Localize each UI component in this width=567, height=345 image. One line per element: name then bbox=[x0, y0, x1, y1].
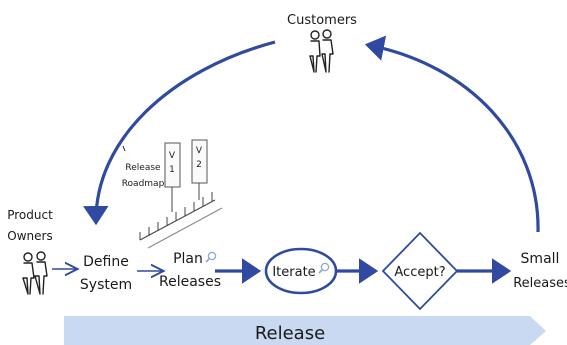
feedback-arrow-right bbox=[364, 35, 540, 233]
product-owners-people-icon bbox=[22, 251, 48, 295]
plan-magnifier-icon bbox=[205, 251, 217, 263]
customers-people-icon bbox=[309, 29, 334, 73]
roadmap-sign-v2: V 2 bbox=[191, 139, 208, 200]
small-releases-label-1: Small bbox=[521, 251, 560, 267]
feedback-arrow-left bbox=[83, 40, 276, 226]
sign-v2-number: 2 bbox=[196, 160, 202, 170]
accept-decision-node bbox=[381, 231, 459, 311]
accept-label: Accept? bbox=[394, 265, 445, 280]
customers-label: Customers bbox=[287, 13, 357, 28]
plan-releases-label-2: Releases bbox=[159, 274, 221, 290]
roadmap-road bbox=[139, 192, 223, 249]
sign-v1-number: 1 bbox=[169, 165, 175, 175]
product-owners-label-1: Product bbox=[7, 208, 53, 222]
release-banner: Release bbox=[64, 316, 546, 345]
iterate-magnifier-icon bbox=[318, 262, 330, 274]
roadmap-label-2: Roadmap bbox=[122, 179, 165, 189]
define-system-label-2: System bbox=[80, 277, 132, 293]
define-system-label-1: Define bbox=[83, 254, 129, 270]
iterate-node bbox=[264, 247, 338, 295]
roadmap-sign-v1: V 1 bbox=[164, 142, 181, 212]
product-owners-label-2: Owners bbox=[7, 229, 52, 243]
release-banner-label: Release bbox=[255, 323, 325, 344]
roadmap-tick bbox=[122, 145, 126, 152]
iterate-label: Iterate bbox=[272, 265, 315, 280]
sign-v1-letter: V bbox=[169, 151, 176, 161]
plan-releases-label-1: Plan bbox=[173, 251, 203, 267]
small-releases-label-2: Releases bbox=[513, 276, 567, 291]
roadmap-label-1: Release bbox=[125, 163, 161, 173]
sign-v2-letter: V bbox=[196, 146, 203, 156]
